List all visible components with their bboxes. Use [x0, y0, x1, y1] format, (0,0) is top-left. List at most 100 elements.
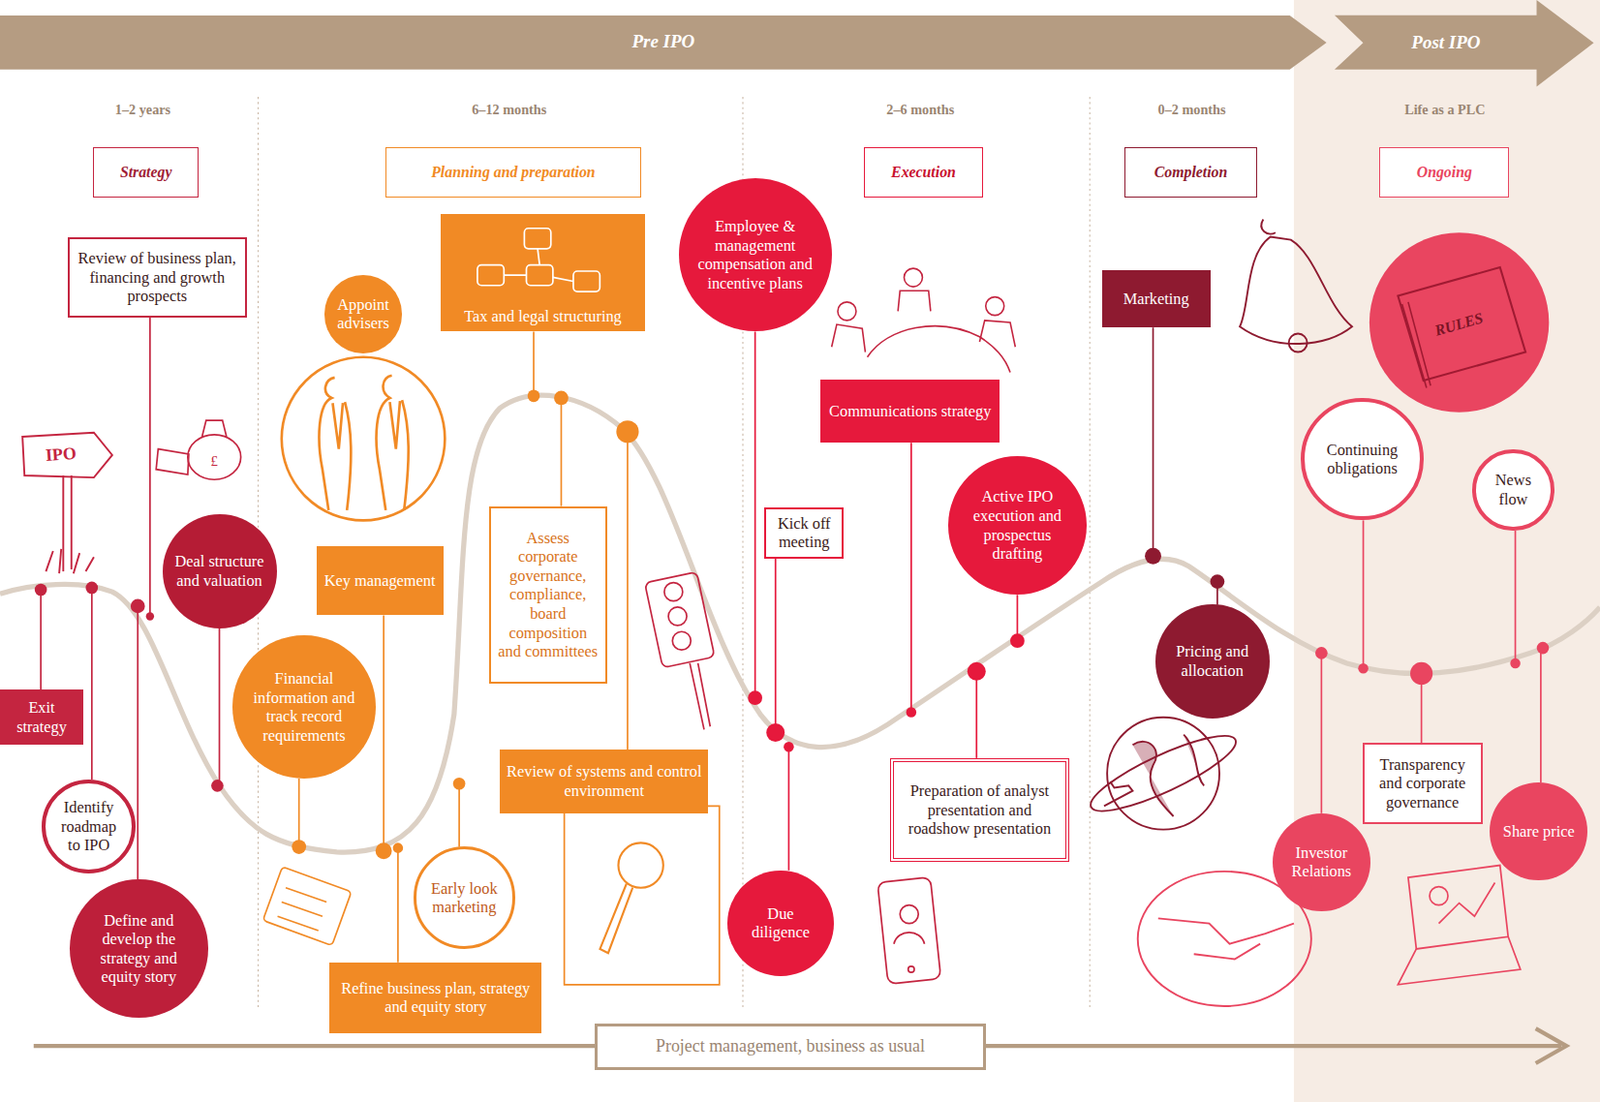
bell-stroke: [1289, 334, 1308, 353]
phase-box: Execution: [863, 147, 983, 199]
advisers-ring-stroke: [281, 357, 446, 522]
bell-stroke: [1261, 219, 1276, 235]
leader-lines-stroke-stroke: [1539, 647, 1542, 783]
node-text: Execution: [891, 163, 956, 183]
curve-dots-stroke-stroke: [766, 723, 785, 742]
node-text: Strategy: [120, 163, 173, 183]
illustration-text: IPO: [45, 443, 78, 466]
step-box: Review of business plan, financing and g…: [67, 237, 247, 317]
leader-lines-stroke-stroke: [458, 783, 461, 847]
timeframe-label: 1–2 years: [115, 101, 171, 119]
phone-stroke: [893, 932, 925, 945]
step-circle: Financial information and track record r…: [232, 635, 376, 779]
leader-lines-stroke-stroke: [532, 331, 535, 396]
bell: [1239, 219, 1353, 353]
globe-stroke: [1083, 723, 1244, 825]
calculator: [262, 866, 351, 946]
step-circle: Early look marketing: [413, 846, 516, 949]
ipo-signpost-stroke: [45, 549, 94, 574]
phase-dividers: [258, 96, 1091, 1011]
curve-dots-stroke-stroke: [130, 599, 146, 615]
step-circle: Investor Relations: [1272, 813, 1371, 912]
phone-stroke: [908, 966, 915, 973]
leader-lines-stroke-stroke: [298, 778, 301, 847]
step-box: Key management: [316, 546, 444, 616]
curve-dots-stroke-stroke: [34, 584, 48, 597]
curve-dots-stroke-stroke: [747, 690, 763, 706]
phase-box: Strategy: [92, 147, 200, 199]
step-box: Review of systems and control environmen…: [499, 749, 708, 813]
laptop-stroke: [1397, 936, 1520, 985]
timeframe-label: 6–12 months: [471, 101, 547, 119]
meeting-people-stroke: [897, 290, 931, 311]
post-ipo-band: Post IPO: [1297, 0, 1595, 88]
money-bag-stroke: [187, 434, 242, 480]
leader-lines-stroke-stroke: [564, 805, 720, 985]
leader-lines-stroke-stroke: [788, 746, 791, 870]
node-text: Marketing: [1123, 289, 1190, 309]
magnifier: [600, 842, 664, 954]
meeting-people-stroke: [985, 297, 1005, 316]
rules-book-stroke: [1369, 232, 1549, 412]
leader-lines-stroke-stroke: [397, 848, 400, 963]
node-text: Completion: [1154, 163, 1228, 183]
traffic-light-stroke: [689, 663, 710, 730]
node-text: Define and develop the strategy and equi…: [83, 911, 195, 987]
step-circle: Deal structure and valuation: [162, 514, 277, 629]
node-text: Transparency and corporate governance: [1370, 755, 1476, 813]
globe-stroke: [1132, 735, 1204, 817]
node-text: Review of systems and control environmen…: [505, 762, 703, 800]
node-text: Project management, business as usual: [655, 1036, 925, 1057]
curve-dots: [34, 390, 1550, 861]
traffic-light-stroke: [672, 631, 691, 650]
traffic-light-stroke: [645, 572, 715, 669]
rules-book: [1369, 232, 1549, 412]
step-circle: Identify roadmap to IPO: [41, 779, 136, 874]
rules-book-stroke: [1397, 267, 1526, 381]
ipo-signpost-stroke: [22, 432, 113, 478]
rules-book-stroke: [1402, 302, 1432, 389]
curve-dots-stroke-stroke: [393, 842, 404, 854]
phase-dividers-stroke: [1089, 96, 1091, 1011]
leader-lines-stroke: [1321, 520, 1541, 813]
curve-dots-stroke-stroke: [1210, 574, 1226, 589]
curve-dots-stroke-stroke: [211, 779, 224, 793]
curve-dots-stroke: [1144, 548, 1225, 589]
curve-dots-stroke-stroke: [1410, 662, 1433, 685]
phone-stroke: [899, 905, 919, 924]
node-text: Communications strategy: [829, 401, 991, 422]
node-text: Kick off meeting: [771, 514, 836, 553]
step-circle: Due diligence: [727, 870, 834, 978]
leader-lines-stroke-stroke: [149, 317, 152, 616]
leader-lines-stroke-stroke: [626, 433, 629, 751]
curve-dots-stroke-stroke: [1537, 642, 1550, 655]
node-text: Review of business plan, financing and g…: [75, 248, 240, 307]
step-circle: Appoint advisers: [324, 275, 402, 353]
curve-dots-stroke-stroke: [553, 391, 569, 406]
traffic-light-stroke: [664, 583, 683, 602]
illustration-text: RULES: [1433, 308, 1486, 339]
leader-lines-stroke-stroke: [1152, 327, 1155, 556]
node-text: Identify roadmap to IPO: [54, 798, 124, 856]
post-ipo-ground: [1293, 0, 1600, 1102]
laptop: [1397, 865, 1520, 985]
node-text: Continuing obligations: [1316, 440, 1409, 479]
curve-dots-stroke-stroke: [1010, 633, 1025, 648]
meeting-people-stroke: [979, 320, 1016, 347]
leader-lines-stroke-stroke: [1514, 530, 1517, 664]
timeframe-label: 2–6 months: [886, 101, 954, 119]
node-text: Share price: [1503, 822, 1575, 842]
curve-dots-stroke: [747, 633, 1025, 752]
step-circle: Employee & management compensation and i…: [678, 178, 832, 332]
money-bag-stroke: [155, 449, 189, 475]
curve-dots-stroke-stroke: [1509, 658, 1521, 670]
advisers-ring-stroke: [376, 375, 409, 511]
step-circle: News flow: [1472, 449, 1554, 531]
traffic-light-stroke: [668, 607, 687, 626]
leader-lines-stroke: [299, 331, 720, 985]
curve-dots-stroke-stroke: [1144, 548, 1162, 565]
timeline-curve-stroke: [0, 395, 1600, 853]
node-text: Pre IPO: [631, 30, 695, 54]
step-box: Transparency and corporate governance: [1362, 742, 1483, 825]
leader-lines-stroke-stroke: [39, 591, 42, 690]
